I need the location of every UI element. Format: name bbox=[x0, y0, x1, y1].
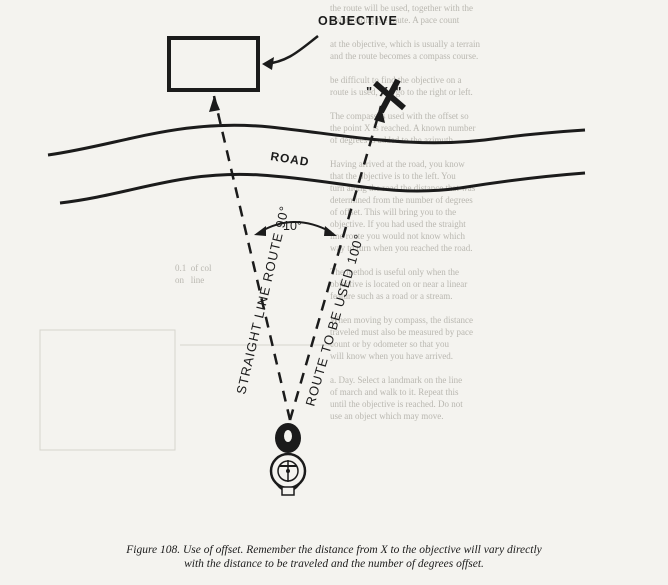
bleed-through-rect bbox=[39, 329, 176, 451]
objective-box bbox=[167, 36, 260, 92]
objective-label: OBJECTIVE bbox=[318, 14, 398, 28]
objective-pointer-arrowhead bbox=[262, 57, 274, 70]
angle-arc-left-arrowhead bbox=[254, 226, 266, 236]
bleed-through-text: the route will be used, together with th… bbox=[330, 3, 480, 421]
soldier-with-compass-icon bbox=[269, 423, 307, 496]
road-upper-edge bbox=[47, 123, 586, 157]
figure-caption-line-2: with the distance to be traveled and the… bbox=[184, 558, 484, 570]
figure-caption-line-1: Figure 108. Use of offset. Remember the … bbox=[126, 544, 542, 556]
angle-arc bbox=[259, 221, 332, 233]
route-to-be-used-label: ROUTE TO BE USED 100° bbox=[302, 232, 366, 408]
road-label: ROAD bbox=[270, 149, 311, 169]
angle-label: 10° bbox=[283, 219, 302, 233]
x-marker-label: " X " bbox=[366, 84, 401, 99]
route-to-be-used bbox=[288, 105, 383, 421]
road-lower-edge bbox=[59, 171, 586, 205]
straight-route-arrowhead bbox=[209, 96, 220, 112]
used-route-arrowhead bbox=[374, 106, 385, 123]
angle-arc-right-arrowhead bbox=[324, 226, 337, 236]
x-marker-icon bbox=[373, 78, 406, 114]
